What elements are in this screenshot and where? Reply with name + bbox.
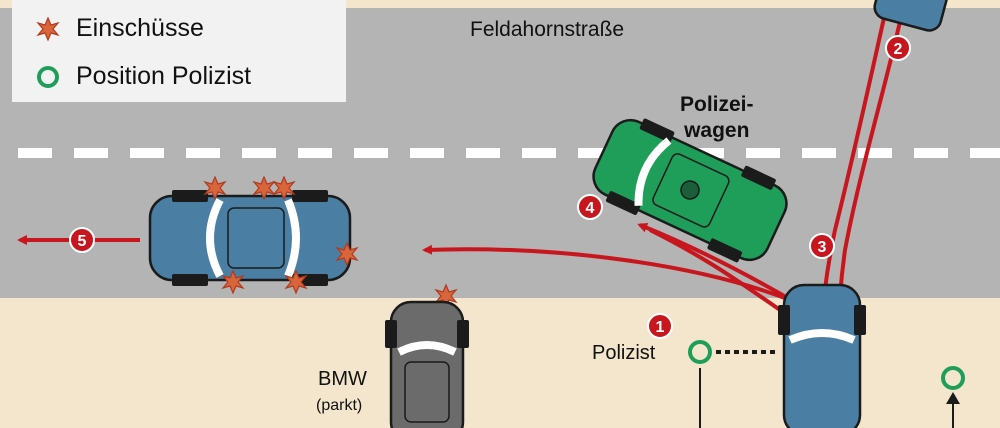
police-car-label-line2: wagen	[684, 119, 750, 142]
step-markers: 1 2 3 4 5	[69, 35, 911, 339]
bmw-car	[385, 300, 469, 428]
legend: Einschüsse Position Polizist	[12, 0, 346, 102]
step-marker-5-label: 5	[78, 233, 87, 250]
police-car	[592, 118, 788, 263]
bmw-label: BMW	[318, 368, 367, 390]
green-circle-icon	[688, 340, 712, 364]
suspect-car-exit	[873, 0, 950, 32]
step-marker-4-label: 4	[586, 200, 595, 217]
step-marker-5: 5	[69, 227, 95, 253]
police-car-label: Polizei- wagen	[680, 92, 754, 144]
police-car-label-line1: Polizei-	[680, 93, 754, 116]
step-marker-1-label: 1	[656, 319, 665, 336]
green-circle-icon	[941, 366, 965, 390]
legend-item-impacts: Einschüsse	[34, 14, 204, 43]
street-name: Feldahornstraße	[470, 18, 625, 41]
officer-label: Polizist	[592, 342, 656, 364]
step-marker-2: 2	[885, 35, 911, 61]
green-circle-icon	[37, 65, 59, 88]
step-marker-3-label: 3	[818, 239, 827, 256]
bullet-impact-star-icon	[36, 15, 60, 42]
step-marker-2-label: 2	[894, 41, 903, 58]
suspect-car	[148, 190, 352, 286]
suspect-car-start	[778, 283, 866, 428]
bmw-note: (parkt)	[316, 397, 363, 414]
legend-label-officer: Position Polizist	[76, 62, 252, 90]
officer-positions	[688, 340, 965, 428]
step-marker-3: 3	[809, 233, 835, 259]
step-marker-4: 4	[577, 194, 603, 220]
legend-item-officer: Position Polizist	[34, 62, 251, 91]
legend-label-impacts: Einschüsse	[76, 14, 204, 42]
step-marker-1: 1	[647, 313, 673, 339]
sidewalk-top	[0, 0, 1000, 8]
